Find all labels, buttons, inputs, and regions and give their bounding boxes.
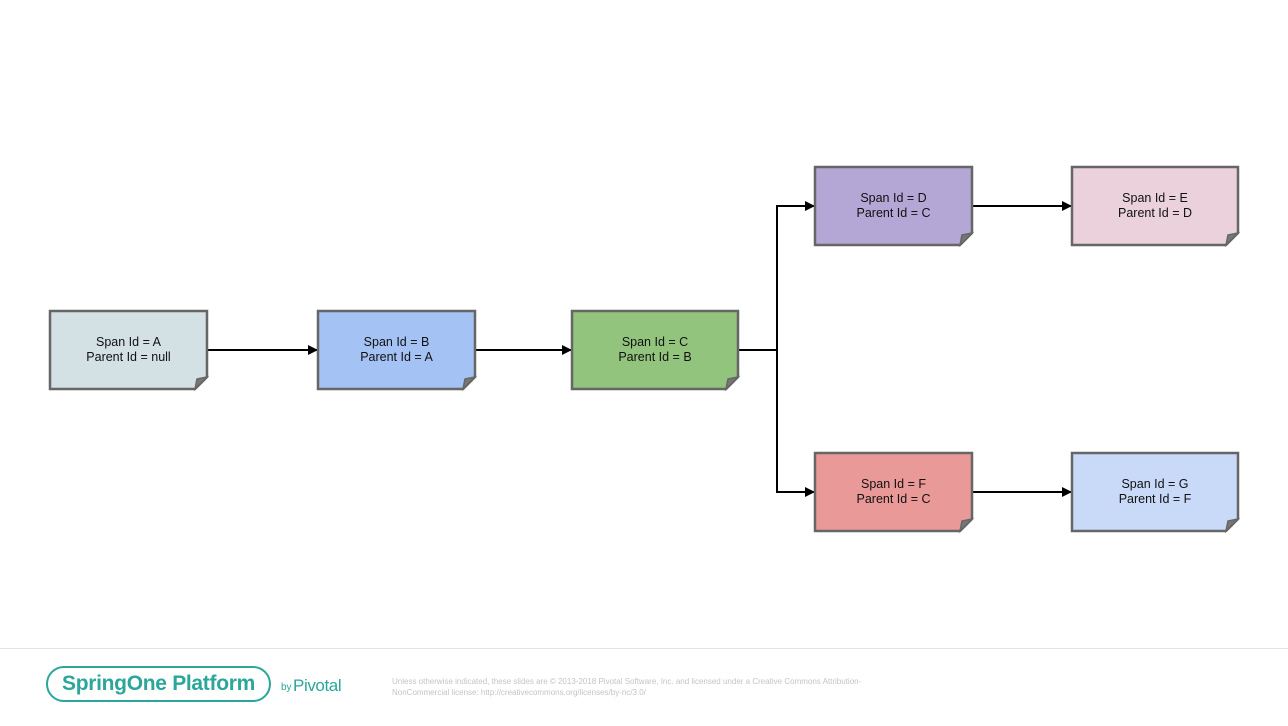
- pivotal-logo: Pivotal: [293, 676, 342, 695]
- license-notice: Unless otherwise indicated, these slides…: [392, 676, 922, 698]
- parent-id-label: Parent Id = C: [857, 206, 931, 220]
- folded-corner: [1224, 231, 1241, 248]
- parent-id-label: Parent Id = F: [1119, 492, 1192, 506]
- brand-name: SpringOne Platform: [62, 672, 255, 695]
- folded-corner: [1224, 517, 1241, 534]
- parent-id-label: Parent Id = B: [618, 350, 691, 364]
- footer: SpringOne Platform by Pivotal Unless oth…: [0, 648, 1288, 726]
- span-id-label: Span Id = C: [622, 335, 688, 349]
- folded-corner: [193, 375, 210, 392]
- springone-platform-logo: SpringOne Platform: [46, 666, 271, 702]
- span-id-label: Span Id = G: [1121, 477, 1188, 491]
- license-line-1: Unless otherwise indicated, these slides…: [392, 677, 862, 686]
- parent-id-label: Parent Id = D: [1118, 206, 1192, 220]
- folded-corner: [958, 517, 975, 534]
- folded-corner: [958, 231, 975, 248]
- parent-id-label: Parent Id = C: [857, 492, 931, 506]
- edge-c-to-d: [738, 201, 815, 351]
- span-id-label: Span Id = D: [860, 191, 926, 205]
- span-id-label: Span Id = B: [364, 335, 430, 349]
- parent-id-label: Parent Id = null: [86, 350, 170, 364]
- parent-id-label: Parent Id = A: [360, 350, 433, 364]
- folded-corner: [461, 375, 478, 392]
- by-label: by: [281, 682, 292, 693]
- span-id-label: Span Id = F: [861, 477, 926, 491]
- span-id-label: Span Id = E: [1122, 191, 1188, 205]
- edge-c-to-f: [738, 349, 815, 497]
- folded-corner: [724, 375, 741, 392]
- license-line-2: NonCommercial license: http://creativeco…: [392, 688, 646, 697]
- span-id-label: Span Id = A: [96, 335, 162, 349]
